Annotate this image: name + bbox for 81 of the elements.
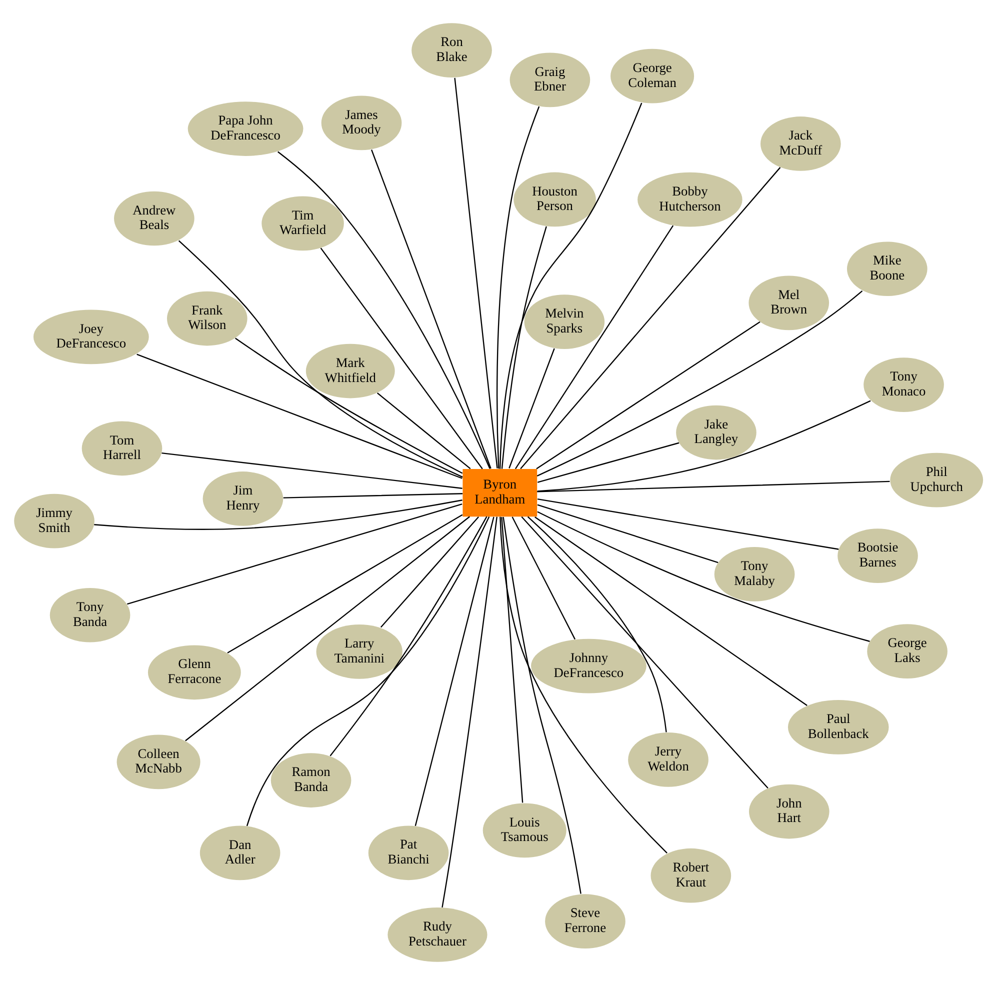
connector (178, 240, 463, 478)
connector (536, 290, 863, 476)
connector (380, 516, 479, 628)
connector (537, 498, 839, 550)
connector (502, 516, 582, 894)
connector (496, 106, 540, 468)
connector (521, 516, 768, 788)
connector (246, 516, 490, 826)
connector (499, 102, 642, 468)
connector (278, 150, 490, 468)
connector (136, 353, 462, 478)
node-ellipse: Mike Boone (846, 241, 928, 296)
node-ellipse: George Laks (867, 624, 948, 678)
node-ellipse: Ron Blake (412, 22, 492, 77)
node-box: Byron Landham (462, 468, 538, 516)
node-ellipse: Mel Brown (748, 275, 830, 330)
node-ellipse: Tony Malaby (714, 546, 795, 601)
connector (227, 514, 463, 653)
node-ellipse: Pat Bianchi (368, 825, 449, 880)
node-ellipse: Melvin Sparks (524, 294, 605, 348)
connector (501, 516, 524, 802)
connector (534, 516, 808, 706)
node-ellipse: Johnny DeFrancesco (531, 638, 646, 693)
node-ellipse: Andrew Beals (114, 190, 194, 246)
node-ellipse: Jack McDuff (760, 116, 841, 170)
connector (414, 516, 494, 826)
connector (537, 510, 870, 642)
connector (537, 442, 680, 482)
node-ellipse: Mark Whitfield (306, 343, 395, 398)
connector (520, 166, 781, 469)
node-ellipse: Steve Ferrone (545, 894, 626, 948)
node-ellipse: Rudy Petschauer (388, 907, 488, 962)
node-ellipse: Jerry Weldon (628, 732, 708, 786)
connector (537, 400, 871, 492)
node-ellipse: Tony Banda (50, 587, 130, 642)
node-ellipse: Jim Henry (202, 471, 284, 526)
node-ellipse: Louis Tsamous (482, 802, 566, 858)
node-ellipse: George Coleman (610, 48, 694, 103)
connector (370, 149, 492, 468)
node-ellipse: James Moody (321, 95, 402, 150)
connector (537, 504, 718, 563)
node-ellipse: Phil Upchurch (890, 452, 984, 507)
node-ellipse: Houston Person (514, 172, 596, 226)
connector (500, 516, 668, 853)
connector (320, 247, 483, 469)
node-ellipse: Tim Warfield (262, 196, 344, 250)
connector (127, 502, 462, 604)
connector (501, 226, 547, 468)
node-ellipse: Larry Tamanini (316, 624, 402, 678)
connector (94, 499, 462, 530)
connector (162, 452, 462, 488)
node-ellipse: Colleen McNabb (116, 734, 200, 789)
connector (283, 492, 463, 498)
node-ellipse: Frank Wilson (166, 290, 248, 346)
node-ellipse: Dan Adler (200, 825, 280, 880)
node-ellipse: Joey DeFrancesco (33, 309, 149, 364)
node-ellipse: Glenn Ferracone (148, 644, 241, 700)
node-ellipse: Jake Langley (676, 404, 756, 460)
connector (508, 348, 555, 468)
node-ellipse: Paul Bollenback (788, 699, 889, 754)
connector (330, 516, 488, 756)
node-ellipse: Ramon Banda (270, 752, 352, 807)
connector (514, 224, 674, 469)
node-ellipse: Robert Kraut (650, 848, 732, 902)
node-ellipse: Graig Ebner (510, 52, 590, 107)
connector (454, 77, 498, 468)
node-ellipse: Bobby Hutcherson (638, 172, 742, 226)
node-ellipse: Bootsie Barnes (838, 528, 918, 582)
node-ellipse: John Hart (748, 784, 830, 838)
connector (537, 480, 890, 492)
connector (536, 320, 760, 469)
node-ellipse: Tom Harrell (82, 420, 162, 476)
node-ellipse: Papa John DeFrancesco (188, 101, 304, 156)
connector (527, 516, 667, 732)
connector (235, 337, 463, 474)
connector (376, 392, 471, 469)
node-ellipse: Tony Monaco (864, 357, 944, 412)
connector (185, 516, 470, 741)
connector (512, 516, 576, 640)
connector (442, 516, 498, 908)
node-ellipse: Jimmy Smith (14, 493, 94, 548)
